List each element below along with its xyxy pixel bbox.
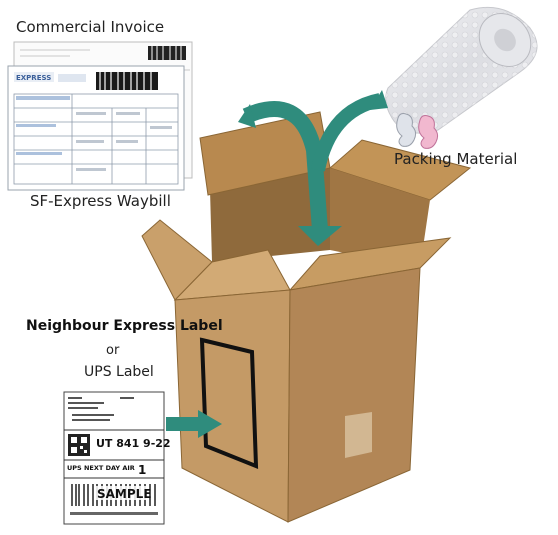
- label-arrow: [166, 410, 222, 438]
- ups-service-number: 1: [138, 463, 146, 477]
- ups-service-text: UPS NEXT DAY AIR: [67, 464, 135, 472]
- ups-sample-stamp: SAMPLE: [97, 487, 152, 501]
- packing-material-label: Packing Material: [394, 150, 518, 168]
- waybill-brand: EXPRESS: [16, 74, 51, 82]
- sf-express-waybill-document: EXPRESS: [7, 65, 185, 191]
- bubble-wrap-roll: [385, 6, 538, 134]
- ups-label-document: UT 841 9-22 UPS NEXT DAY AIR 1 SAMPLE: [63, 391, 171, 525]
- sf-express-waybill-label: SF-Express Waybill: [30, 192, 171, 210]
- ups-tracking-text: UT 841 9-22: [96, 437, 171, 450]
- neighbour-express-label-text: Neighbour Express Label: [26, 318, 223, 334]
- ups-label-text: UPS Label: [84, 364, 154, 380]
- commercial-invoice-label: Commercial Invoice: [16, 18, 165, 36]
- label-placement-frame: [199, 337, 259, 469]
- cardboard-box: [141, 111, 472, 523]
- or-text: or: [106, 343, 120, 358]
- packing-peanuts: [396, 113, 439, 149]
- insert-arrow: [238, 90, 388, 246]
